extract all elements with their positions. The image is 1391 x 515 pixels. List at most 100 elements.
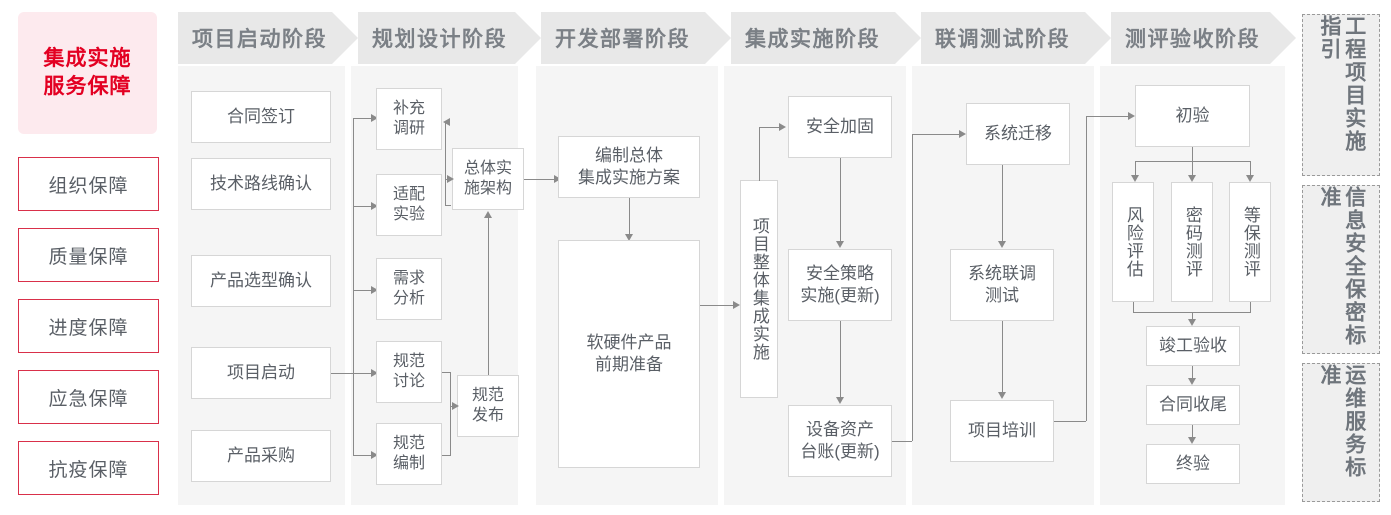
arrowhead-icon	[554, 175, 561, 183]
standard-label: 信息安全保密标准	[1318, 186, 1366, 347]
node-project-kickoff[interactable]: 项目启动	[191, 347, 331, 399]
node-requirement-analysis[interactable]: 需求 分析	[376, 258, 442, 320]
phase-header-label: 集成实施阶段	[745, 28, 880, 51]
node-initial-acceptance[interactable]: 初验	[1135, 85, 1250, 147]
node-security-policy-update[interactable]: 安全策略 实施(更新)	[788, 249, 892, 321]
connector-migration-to-joint-test	[1002, 165, 1003, 242]
connector-mlps-down	[1250, 302, 1251, 312]
connector-plan-to-preparation	[629, 198, 630, 238]
connector-policy-to-ledger	[840, 321, 841, 398]
phase-header-label: 测评验收阶段	[1125, 28, 1260, 51]
node-risk-assessment[interactable]: 风险评估	[1112, 182, 1154, 302]
node-label: 项目培训	[968, 421, 1036, 441]
node-label-line1: 规范	[471, 386, 504, 404]
node-label-line2: 集成实施方案	[578, 168, 680, 187]
standard-panel-ops-service[interactable]: 运维服务标准	[1302, 363, 1380, 502]
arrowhead-icon	[371, 369, 378, 377]
node-final-acceptance[interactable]: 终验	[1146, 444, 1240, 484]
arrowhead-icon	[443, 118, 450, 126]
phase-header-integration[interactable]: 集成实施阶段	[731, 12, 921, 64]
node-contract-closeout[interactable]: 合同收尾	[1146, 385, 1240, 425]
node-adaptation-experiment[interactable]: 适配 实验	[376, 174, 442, 236]
arrowhead-icon	[371, 286, 378, 294]
node-label-line1: 编制总体	[595, 146, 663, 166]
node-contract-signing[interactable]: 合同签订	[191, 91, 331, 143]
connector-planning-spine	[353, 118, 354, 455]
connector-branch-risk	[1135, 161, 1136, 177]
node-completion-acceptance[interactable]: 竣工验收	[1146, 326, 1240, 366]
connector-research-adaptation-bracket	[445, 122, 446, 205]
phase-header-testing[interactable]: 联调测试阶段	[921, 12, 1111, 64]
connector-initial-down	[1192, 147, 1193, 161]
arrowhead-icon	[371, 114, 378, 122]
node-project-training[interactable]: 项目培训	[950, 400, 1054, 462]
node-label-line2: 讨论	[392, 373, 425, 390]
connector-spec-drafting-right	[442, 455, 451, 456]
arrowhead-icon	[733, 301, 740, 309]
arrowhead-icon	[452, 402, 459, 410]
node-label-line2: 台账(更新)	[800, 442, 880, 461]
node-project-overall-integration[interactable]: 项目整体集成实施	[740, 180, 778, 398]
arrowhead-icon	[1188, 319, 1196, 326]
standard-panel-engineering-guideline[interactable]: 工程项目实施指引	[1302, 14, 1380, 176]
node-system-joint-test[interactable]: 系统联调 测试	[950, 249, 1054, 321]
node-supplementary-research[interactable]: 补充 调研	[376, 88, 442, 150]
arrowhead-icon	[625, 234, 633, 241]
node-label-line2: 实验	[392, 206, 425, 223]
node-system-migration[interactable]: 系统迁移	[966, 103, 1070, 165]
phase-header-acceptance[interactable]: 测评验收阶段	[1111, 12, 1296, 64]
phase-header-start[interactable]: 项目启动阶段	[178, 12, 358, 64]
sidebar-item-emergency[interactable]: 应急保障	[18, 370, 159, 424]
node-label-line2: 实施(更新)	[800, 286, 880, 305]
node-product-selection-confirm[interactable]: 产品选型确认	[191, 255, 331, 307]
phase-header-planning[interactable]: 规划设计阶段	[358, 12, 541, 64]
node-spec-drafting[interactable]: 规范 编制	[376, 423, 442, 485]
node-asset-ledger-update[interactable]: 设备资产 台账(更新)	[788, 405, 892, 477]
node-label: 技术路线确认	[210, 174, 312, 194]
node-spec-release[interactable]: 规范 发布	[457, 375, 519, 437]
node-label-line2: 发布	[471, 407, 504, 424]
sidebar-title-line1: 集成实施	[43, 47, 132, 71]
standard-label: 工程项目实施指引	[1318, 15, 1366, 153]
node-security-hardening[interactable]: 安全加固	[788, 96, 892, 158]
node-overall-integration-plan[interactable]: 编制总体 集成实施方案	[558, 136, 700, 198]
node-mlps-evaluation[interactable]: 等保测评	[1229, 182, 1271, 302]
node-cryptography-evaluation[interactable]: 密码测评	[1171, 182, 1213, 302]
connector-ledger-up	[912, 134, 913, 441]
arrowhead-icon	[836, 241, 844, 248]
node-label-line1: 补充	[392, 99, 425, 117]
arrowhead-icon	[959, 130, 966, 138]
node-spec-discussion[interactable]: 规范 讨论	[376, 341, 442, 403]
connector-spine-to-requirement	[353, 290, 373, 291]
connector-closeout-to-final	[1192, 425, 1193, 439]
node-label-line1: 规范	[392, 352, 425, 370]
node-label: 等保测评	[1240, 206, 1260, 278]
connector-integration-up	[759, 127, 760, 181]
connector-integration-to-hardening	[759, 127, 781, 128]
node-product-procurement[interactable]: 产品采购	[191, 430, 331, 482]
node-hw-sw-preparation[interactable]: 软硬件产品 前期准备	[558, 240, 700, 468]
connector-spine-to-research	[353, 118, 373, 119]
sidebar-item-epidemic[interactable]: 抗疫保障	[18, 441, 159, 495]
connector-architecture-to-plan	[524, 179, 556, 180]
node-overall-implementation-architecture[interactable]: 总体实 施架构	[452, 148, 524, 210]
phase-header-deploy[interactable]: 开发部署阶段	[541, 12, 731, 64]
node-tech-route-confirm[interactable]: 技术路线确认	[191, 158, 331, 210]
standard-panel-infosec[interactable]: 信息安全保密标准	[1302, 185, 1380, 354]
node-label-line2: 分析	[392, 290, 425, 307]
sidebar-item-quality[interactable]: 质量保障	[18, 228, 159, 282]
node-label: 项目启动	[227, 363, 295, 383]
node-label: 产品采购	[227, 446, 295, 466]
sidebar-item-organization[interactable]: 组织保障	[18, 157, 159, 211]
connector-adaptation-right	[445, 205, 451, 206]
connector-kickoff-to-spine	[331, 373, 353, 374]
sidebar-item-schedule[interactable]: 进度保障	[18, 299, 159, 353]
arrowhead-icon	[1246, 175, 1254, 182]
connector-to-initial-acceptance	[1086, 116, 1130, 117]
connector-spec-bracket	[450, 372, 451, 455]
connector-spec-discussion-right	[442, 372, 451, 373]
sidebar-title-line2: 服务保障	[43, 75, 132, 98]
arrowhead-icon	[1188, 175, 1196, 182]
phase-header-label: 开发部署阶段	[555, 28, 690, 51]
arrowhead-icon	[1131, 175, 1139, 182]
